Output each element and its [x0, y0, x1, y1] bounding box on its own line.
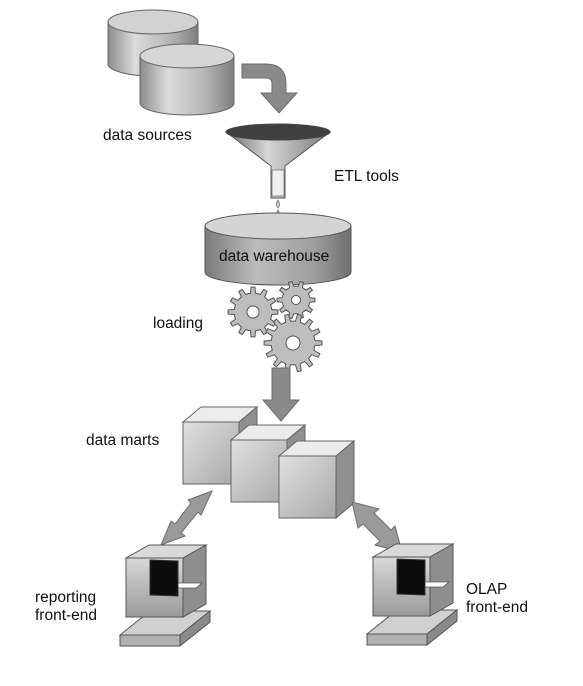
- marts-reporting-double-arrow: [160, 490, 213, 546]
- data-warehouse-cylinder: [204, 212, 352, 286]
- data-marts-label: data marts: [86, 432, 160, 449]
- gear-bottom-hub: [285, 335, 301, 351]
- sources-to-etl-arrow: [241, 63, 299, 114]
- gears-icon: [227, 280, 323, 373]
- reporting-label-line2: front-end: [35, 607, 98, 624]
- gear-left-hub: [246, 305, 260, 319]
- olap-label-line1: OLAP: [466, 581, 508, 598]
- data-mart-cube-3: [277, 439, 356, 520]
- reporting-label-line1: reporting: [35, 589, 97, 606]
- etl-tools-label: ETL tools: [334, 168, 399, 185]
- data-warehouse-label: data warehouse: [219, 248, 330, 265]
- reporting-computer-icon: [118, 544, 212, 648]
- loading-label: loading: [153, 315, 203, 332]
- gear-top-right-hub: [291, 295, 301, 305]
- olap-label-line2: front-end: [466, 599, 529, 616]
- data-sources-label: data sources: [103, 127, 192, 144]
- olap-computer-icon: [365, 543, 459, 647]
- etl-funnel: [224, 123, 332, 219]
- loading-to-marts-arrow: [261, 367, 301, 422]
- data-source-cylinder-front: [139, 43, 235, 116]
